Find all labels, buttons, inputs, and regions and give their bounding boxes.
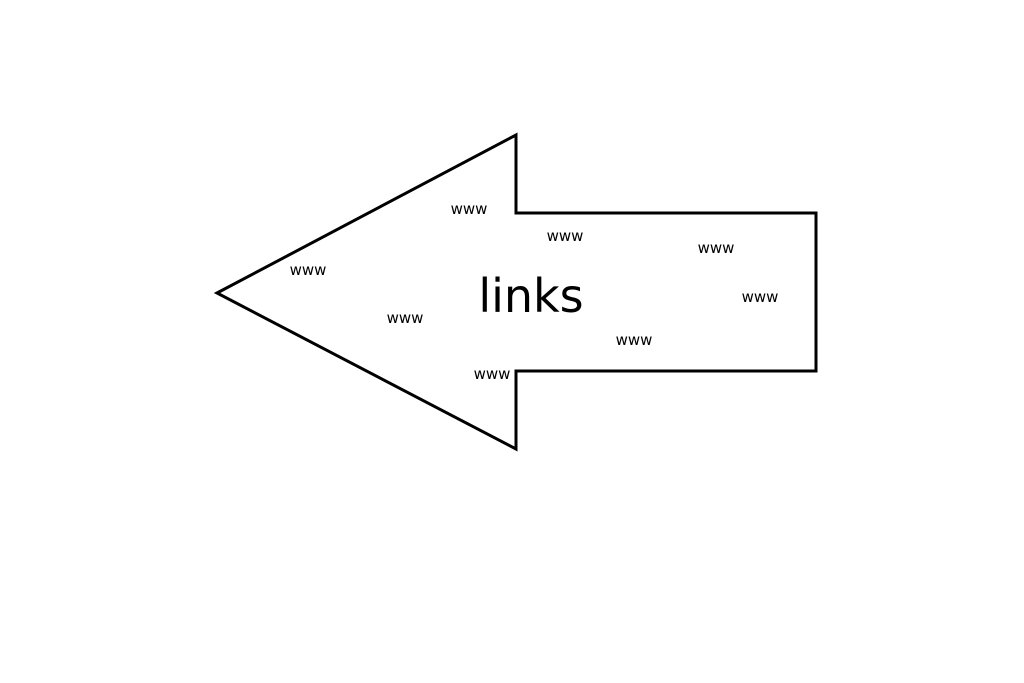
www-label: www [698,239,735,257]
www-label: www [451,200,488,218]
www-label: www [742,288,779,306]
www-label: www [616,331,653,349]
www-label: www [387,309,424,327]
left-arrow-shape [213,132,818,452]
www-label: www [474,365,511,383]
www-label: www [547,227,584,245]
www-label: www [290,261,327,279]
arrow-label: links [478,269,583,323]
